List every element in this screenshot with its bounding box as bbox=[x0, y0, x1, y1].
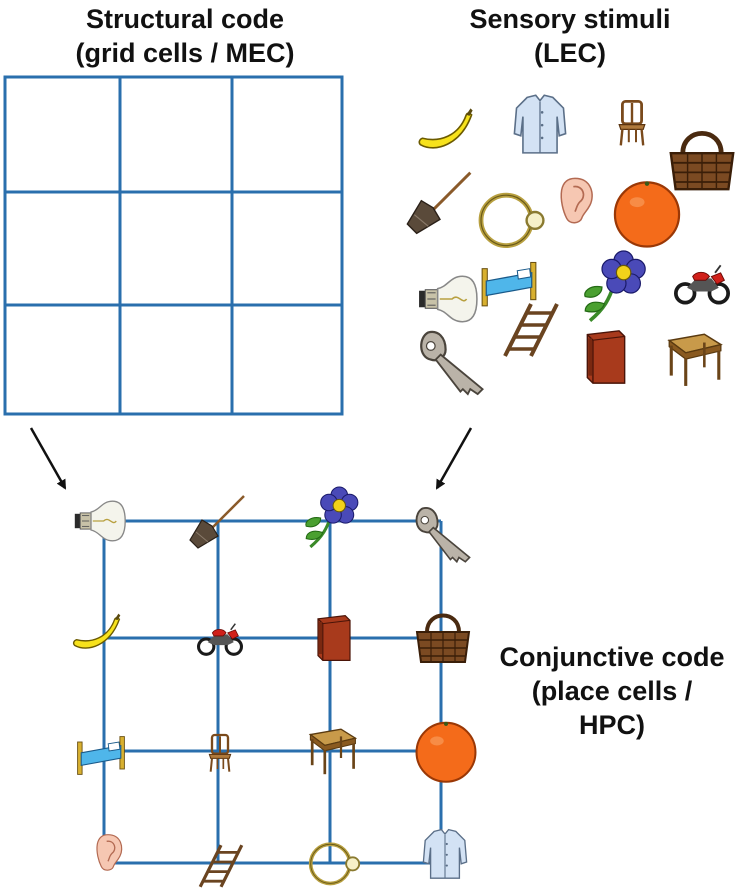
node-flower-icon bbox=[304, 486, 360, 549]
conjunctive-code-line1: Conjunctive code bbox=[499, 642, 725, 672]
sensory-stimuli-title: Sensory stimuli (LEC) bbox=[400, 2, 740, 70]
conjunctive-code-line3: HPC) bbox=[579, 710, 645, 740]
node-chair-icon bbox=[209, 735, 230, 772]
structural-grid bbox=[3, 75, 344, 416]
structural-code-line2: (grid cells / MEC) bbox=[75, 38, 295, 68]
bed-icon bbox=[481, 261, 537, 307]
table-icon bbox=[667, 332, 723, 388]
node-lightbulb-icon bbox=[73, 500, 127, 542]
ear-icon bbox=[559, 176, 594, 225]
structural-grid-border bbox=[3, 75, 344, 416]
lightbulb-icon bbox=[418, 275, 478, 323]
conjunctive-code-line2: (place cells / bbox=[531, 676, 693, 706]
structural-code-line1: Structural code bbox=[85, 4, 285, 34]
key-icon bbox=[420, 330, 484, 396]
node-book-icon bbox=[317, 614, 351, 662]
conjunctive-code-title: Conjunctive code (place cells / HPC) bbox=[478, 640, 746, 742]
sensory-stimuli-collection bbox=[405, 94, 733, 396]
motorcycle-icon bbox=[676, 265, 728, 302]
flower-icon bbox=[582, 250, 648, 323]
node-ladder-icon bbox=[198, 843, 244, 889]
arrow-from-sensory bbox=[435, 427, 473, 490]
book-icon bbox=[586, 329, 626, 385]
shirt-icon bbox=[513, 94, 567, 154]
node-orange-icon bbox=[415, 720, 477, 783]
node-key-icon bbox=[415, 506, 471, 563]
sensory-stimuli-line1: Sensory stimuli bbox=[469, 4, 671, 34]
node-motorcycle-icon bbox=[199, 624, 242, 655]
node-bed-icon bbox=[76, 735, 126, 776]
chair-icon bbox=[619, 101, 645, 145]
conjunctive-grid-nodes bbox=[72, 486, 477, 889]
arrow-from-structural bbox=[29, 427, 67, 490]
node-basket-icon bbox=[417, 616, 469, 663]
ring-icon bbox=[481, 195, 543, 245]
structural-code-title: Structural code (grid cells / MEC) bbox=[20, 2, 350, 70]
broom-icon bbox=[405, 171, 472, 235]
orange-icon bbox=[613, 180, 681, 248]
sensory-stimuli-line2: (LEC) bbox=[534, 38, 606, 68]
node-banana-icon bbox=[72, 612, 122, 650]
conjunctive-grid bbox=[102, 519, 443, 865]
banana-icon bbox=[418, 107, 474, 149]
ladder-icon bbox=[505, 304, 557, 356]
basket-icon bbox=[671, 133, 733, 189]
node-shirt-icon bbox=[422, 828, 468, 879]
node-ear-icon bbox=[95, 833, 123, 872]
